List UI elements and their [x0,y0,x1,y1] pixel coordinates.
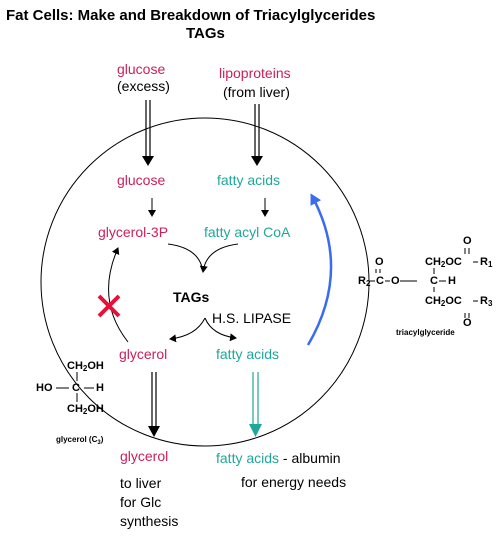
output-fatty-acids-label: fatty acids [216,450,280,466]
tag-caption: triacylglyceride [396,328,455,337]
tag-h: H [448,275,456,287]
cell-fatty-acyl-coa-label: fatty acyl CoA [204,224,291,240]
cell-glycerol-3p-label: glycerol-3P [98,224,169,240]
acylcoa-to-tags-curve [199,243,239,273]
glycerol-structure-bonds [56,372,94,402]
glycerol-ho: HO [36,382,53,394]
glycerol-caption: glycerol (C3) [56,435,104,447]
fa-exit-arrow [249,372,262,437]
cell-tags-label: TAGs [173,289,210,305]
tag-carbonyl-c: C [376,275,384,287]
tag-o-bottom: O [463,317,472,329]
tag-o-right: O [463,235,472,247]
fat-cell-circle [40,117,370,447]
lipoprotein-entry-arrow [251,104,263,166]
input-glucose-note: (excess) [117,78,170,94]
g3p-to-tags-curve [167,243,204,273]
tag-ester-o: O [391,275,400,287]
tag-top-group: CH2OC [425,256,462,269]
output-fatty-acids-line: fatty acids - albumin [216,451,341,465]
input-lipoproteins-note: (from liver) [223,84,290,100]
glycerol-h: H [96,382,104,394]
cell-glucose-label: glucose [117,172,166,188]
tag-structure-bonds [370,248,478,318]
glycerol-exit-arrow [148,372,160,437]
output-glycerol-note-1: to liver [120,475,162,491]
output-glycerol-note-2: for Glc [120,494,162,510]
cell-fatty-acids-top: fatty acids [217,172,281,188]
output-glycerol-note-3: synthesis [120,513,179,529]
cell-fatty-acids-bottom: fatty acids [216,346,280,362]
glycerol-to-g3p-arrow [108,247,129,343]
input-glucose-label: glucose [117,61,166,77]
glucose-entry-arrow [142,100,154,166]
output-albumin-label: - albumin [279,450,341,466]
fa-recycle-arrow [306,193,333,346]
glycerol-central-c: C [72,382,80,394]
glycerol-bottom-group: CH2OH [67,403,104,416]
tag-o-left: O [375,256,384,268]
glycerol-top-group: CH2OH [67,360,104,373]
cell-glycerol-label: glycerol [119,346,168,362]
tag-r1: R1 [480,256,493,269]
hs-lipase-label: H.S. LIPASE [212,310,292,326]
tag-r2: R2 [358,275,371,288]
output-glycerol-label: glycerol [120,448,169,464]
tag-r3: R3 [480,295,493,308]
title-line-2: TAGs [186,25,225,42]
input-lipoproteins-label: lipoproteins [219,65,291,81]
output-energy-label: for energy needs [241,474,347,490]
tag-bottom-group: CH2OC [425,295,462,308]
blocked-x-icon [97,294,121,318]
tag-central-c: C [430,275,438,287]
tags-to-fa-arrow [204,317,237,342]
tags-to-glycerol-arrow [169,317,206,343]
title-line-1: Fat Cells: Make and Breakdown of Triacyl… [6,7,376,24]
